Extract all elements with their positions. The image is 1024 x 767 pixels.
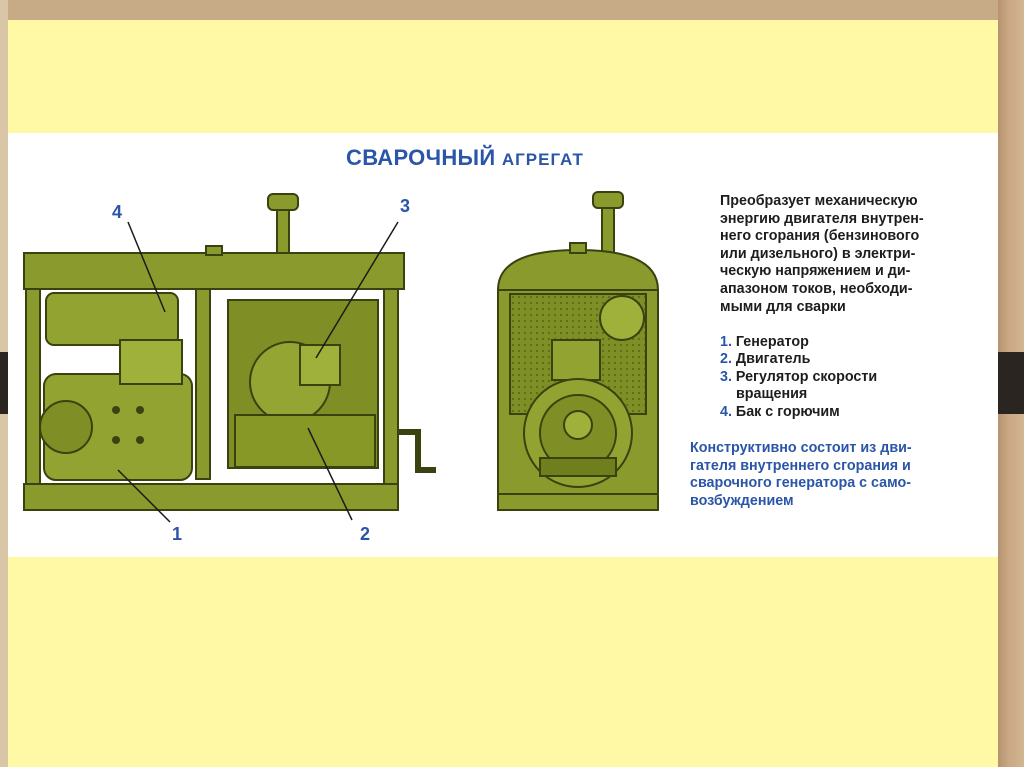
description-line: ческую напряжением и ди- (720, 263, 911, 280)
part-item-fuel-tank: 4. Бак с горючим (720, 404, 877, 421)
callout-4: 4 (112, 202, 123, 222)
part-item-speed-regulator: 3. Регулятор скорости вращения (720, 369, 877, 404)
title-main: СВАРОЧНЫЙ (346, 145, 496, 170)
part-label: Регулятор скорости (735, 368, 878, 385)
construction-text: Конструктивно состоит из дви- гателя вну… (690, 440, 990, 510)
frame-top-edge (0, 0, 1024, 20)
part-number: 4. (720, 403, 732, 420)
description-line: энергию двигателя внутрен- (720, 210, 924, 227)
parts-list: 1. Генератор 2. Двигатель 3. Регулятор с… (720, 334, 877, 421)
front-view-machine (496, 191, 660, 511)
construction-line: возбуждением (690, 492, 794, 509)
description-line: него сгорания (бензинового (720, 228, 920, 245)
construction-line: Конструктивно состоит из дви- (690, 440, 912, 456)
description-line: или дизельного) в электри- (720, 245, 916, 262)
part-label-continuation: вращения (736, 386, 808, 403)
figure-title: СВАРОЧНЫЙ АГРЕГАТ (346, 145, 584, 171)
callout-3: 3 (400, 196, 411, 216)
frame-dark-band-right (998, 352, 1024, 414)
part-label: Генератор (735, 334, 809, 350)
side-view-machine (23, 193, 436, 511)
part-number: 3. (720, 368, 732, 385)
description-line: апазоном токов, необходи- (720, 280, 913, 297)
description-line: мыми для сварки (720, 298, 846, 315)
part-label: Двигатель (735, 351, 811, 368)
title-sub: АГРЕГАТ (501, 150, 584, 169)
description-text: Преобразует механическую энергию двигате… (720, 193, 992, 316)
frame-dark-band-left (0, 352, 8, 414)
part-label: Бак с горючим (735, 403, 840, 420)
part-number: 2. (720, 351, 732, 368)
callout-1: 1 (172, 524, 183, 544)
part-number: 1. (720, 334, 732, 350)
part-item-engine: 2. Двигатель (720, 351, 877, 368)
construction-line: гателя внутреннего сгорания и (690, 457, 911, 474)
construction-line: сварочного генератора с само- (690, 475, 912, 492)
callout-2: 2 (360, 524, 371, 544)
part-item-generator: 1. Генератор (720, 334, 877, 351)
callout-leaders (117, 221, 399, 523)
description-line: Преобразует механическую (720, 193, 918, 209)
